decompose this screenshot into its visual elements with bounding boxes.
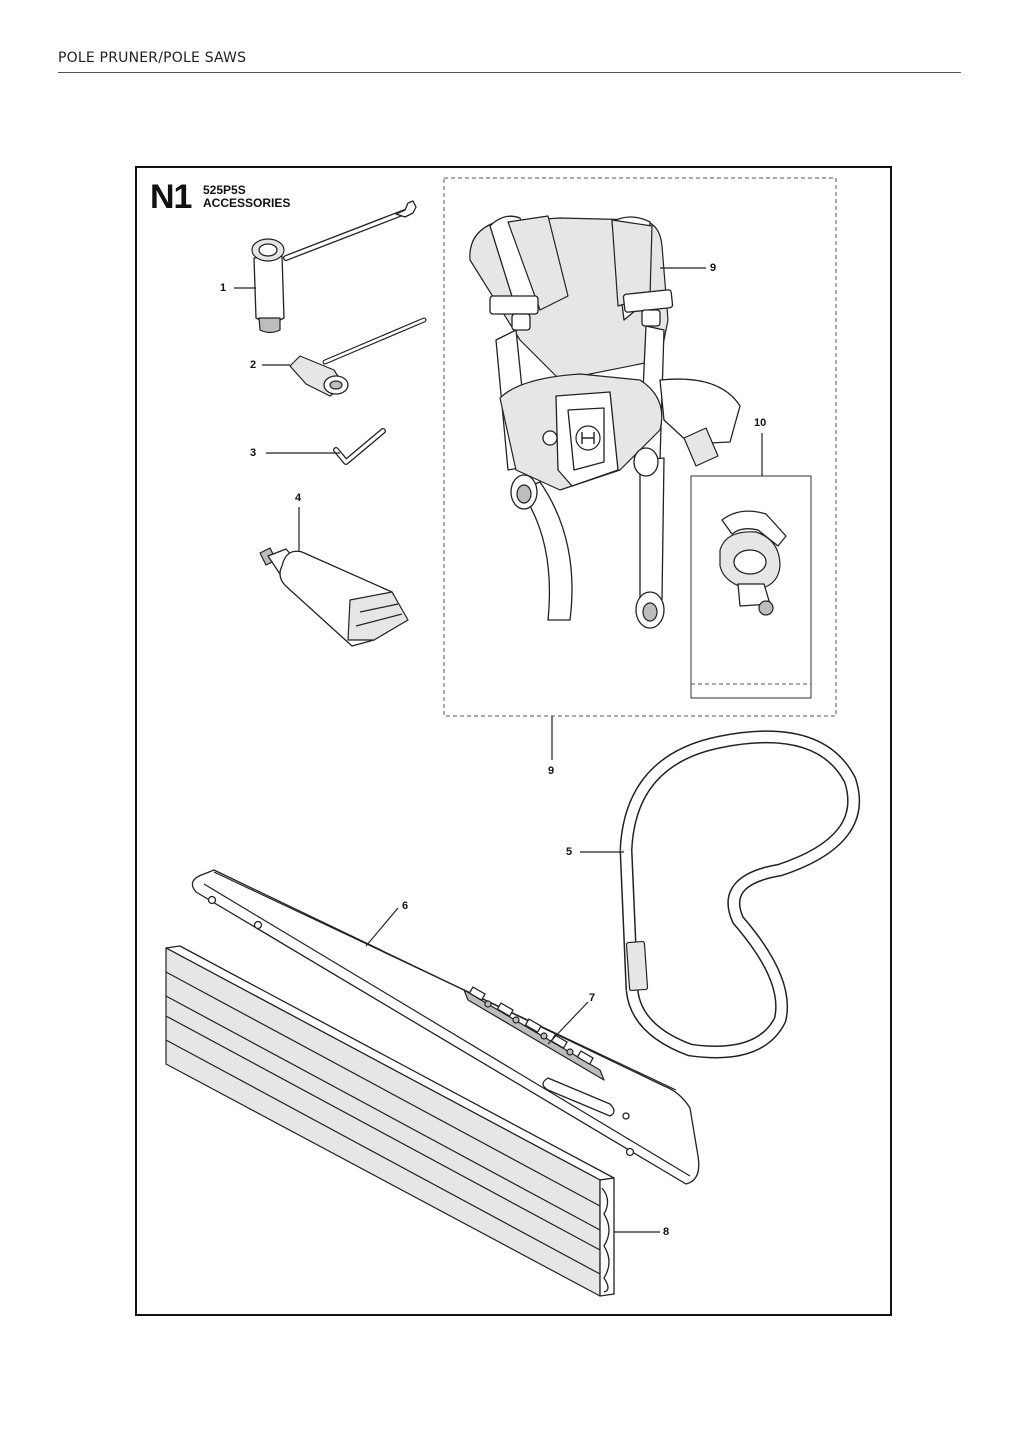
part-6-guide-bar <box>191 869 700 1185</box>
harness-kit-boundary <box>443 177 837 717</box>
part-10-hanging-clip <box>719 510 787 616</box>
part-8-bar-cover <box>165 945 615 1297</box>
callout-6: 6 <box>402 900 409 912</box>
leader-lines <box>234 267 763 1233</box>
callout-7: 7 <box>589 992 596 1004</box>
part-5-strap <box>619 730 861 1059</box>
part-9-harness <box>469 215 741 629</box>
diagram-frame <box>135 166 892 1316</box>
part-1-combination-spanner <box>251 200 417 334</box>
callout-9-kit: 9 <box>548 765 555 777</box>
callout-10: 10 <box>754 417 767 429</box>
callout-1: 1 <box>220 282 227 294</box>
header-divider <box>58 72 961 73</box>
callout-5: 5 <box>566 846 573 858</box>
part-3-hex-key <box>333 428 386 465</box>
part-10-inset-box <box>690 475 812 699</box>
callout-3: 3 <box>250 447 257 459</box>
part-4-grease-tube <box>259 547 409 647</box>
callout-4: 4 <box>295 492 302 504</box>
part-2-socket-screwdriver <box>289 317 427 397</box>
page-header-title: POLE PRUNER/POLE SAWS <box>58 50 247 66</box>
callout-2: 2 <box>250 359 257 371</box>
section-title: ACCESSORIES <box>203 196 291 210</box>
callout-8: 8 <box>663 1226 670 1238</box>
section-id: N1 <box>150 178 192 216</box>
section-model: 525P5S <box>203 183 246 197</box>
part-7-saw-chain <box>463 986 605 1081</box>
callout-9-harness: 9 <box>710 262 717 274</box>
